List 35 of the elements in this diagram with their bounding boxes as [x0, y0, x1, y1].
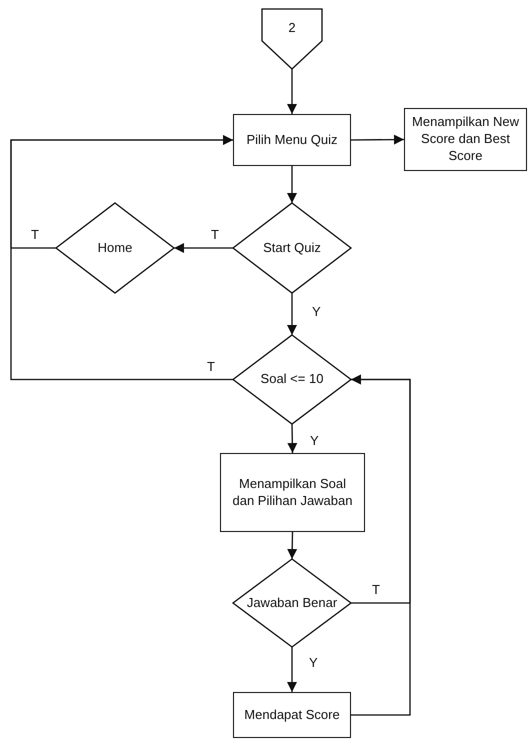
edge-label: Y	[312, 305, 321, 318]
arrow	[10, 135, 233, 380]
decision-diamond	[233, 559, 351, 647]
arrow	[351, 374, 411, 716]
decision-diamond	[56, 203, 174, 293]
offpage-connector	[262, 9, 322, 69]
node-label: Start Quiz	[263, 240, 321, 256]
edge-label: T	[372, 583, 380, 596]
edge-label: T	[31, 228, 39, 241]
arrow	[287, 166, 297, 203]
arrow	[287, 532, 298, 560]
edge-label: Y	[310, 434, 319, 447]
process-box	[404, 108, 527, 171]
node-label: Pilih Menu Quiz	[246, 132, 338, 148]
node-label: Jawaban Benar	[246, 594, 338, 612]
node-label: Menampilkan New Score dan Best Score	[411, 114, 520, 165]
node-label: Home	[98, 240, 132, 256]
process-box	[220, 453, 365, 532]
arrow	[287, 69, 297, 114]
node-label: Menampilkan Soal dan Pilihan Jawaban	[232, 476, 354, 510]
decision-diamond	[233, 335, 351, 424]
edge-label: T	[211, 228, 219, 241]
arrow	[174, 243, 233, 253]
edge-label: T	[207, 360, 215, 373]
arrow	[287, 424, 298, 454]
node-label: Mendapat Score	[244, 706, 340, 724]
process-box	[233, 692, 351, 738]
node-label: Soal <= 10	[260, 371, 324, 388]
arrow	[351, 134, 404, 145]
edge-label: Y	[309, 656, 318, 669]
node-label: 2	[288, 20, 296, 36]
decision-diamond	[233, 203, 351, 293]
arrow	[287, 647, 297, 692]
process-box	[233, 114, 351, 166]
arrow	[287, 293, 297, 335]
